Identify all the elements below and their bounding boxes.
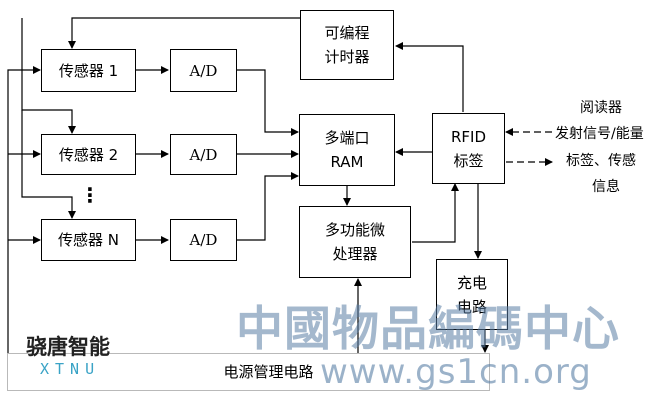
sensor-2-label: 传感器 2 (58, 145, 119, 164)
microprocessor-block: 多功能微 处理器 (299, 206, 411, 278)
charging-circuit-block: 充电 电路 (436, 259, 508, 330)
charge-label-line1: 充电 (456, 273, 487, 292)
ad1-to-ram-line (237, 69, 299, 136)
timer-to-sensor1-line (68, 17, 300, 49)
sensor-n-label: 传感器 N (58, 231, 119, 249)
ad-2-label: A/D (189, 145, 218, 164)
mcu-to-rfid-line (412, 183, 459, 243)
multiport-ram-block: 多端口 RAM (299, 114, 395, 186)
sensor-1-label: 传感器 1 (58, 61, 119, 80)
brand-watermark-cn: 骁唐智能 (26, 335, 110, 359)
sensor-ellipsis: ⋮ (80, 183, 100, 207)
rfid-label-line1: RFID (450, 127, 487, 146)
mcu-label-line2: 处理器 (332, 245, 378, 263)
brand-watermark-en: XTNU (40, 360, 101, 378)
timer-label-line2: 计时器 (324, 48, 370, 66)
mcu-label-line1: 多功能微 (324, 221, 385, 239)
ad-converter-n-block: A/D (170, 219, 237, 261)
programmable-timer-block: 可编程 计时器 (300, 10, 394, 80)
tag-sensing-label: 标签、传感 (566, 153, 636, 169)
ad-n-label: A/D (189, 231, 218, 249)
sensor-n-block: 传感器 N (41, 219, 136, 261)
url-watermark: www.gs1cn.org (320, 352, 592, 392)
rfid-label-line2: 标签 (453, 151, 484, 170)
ad-converter-1-block: A/D (170, 49, 237, 92)
charge-label-line2: 电路 (456, 297, 487, 316)
sensor-2-block: 传感器 2 (41, 134, 136, 175)
adN-to-ram-line (237, 172, 299, 241)
ad-converter-2-block: A/D (170, 134, 237, 175)
ram-label-line1: 多端口 (324, 129, 370, 147)
timer-label-line1: 可编程 (324, 24, 370, 42)
timer-to-sensor2-line (21, 18, 76, 134)
rfid-to-timer-line (395, 42, 464, 112)
reader-label: 阅读器 (580, 100, 622, 116)
signal-energy-label: 发射信号/能量 (555, 126, 644, 142)
power-management-block: 电源管理电路 (7, 353, 490, 391)
ad-1-label: A/D (189, 61, 218, 80)
rfid-tag-block: RFID 标签 (432, 113, 505, 184)
power-label: 电源管理电路 (223, 363, 314, 381)
ram-label-line2: RAM (330, 153, 364, 171)
power-to-sensor1-line (7, 66, 41, 371)
center-name-watermark: 中國物品編碼中心 (236, 302, 620, 357)
info-label: 信息 (592, 179, 620, 195)
sensor-1-block: 传感器 1 (41, 49, 136, 92)
